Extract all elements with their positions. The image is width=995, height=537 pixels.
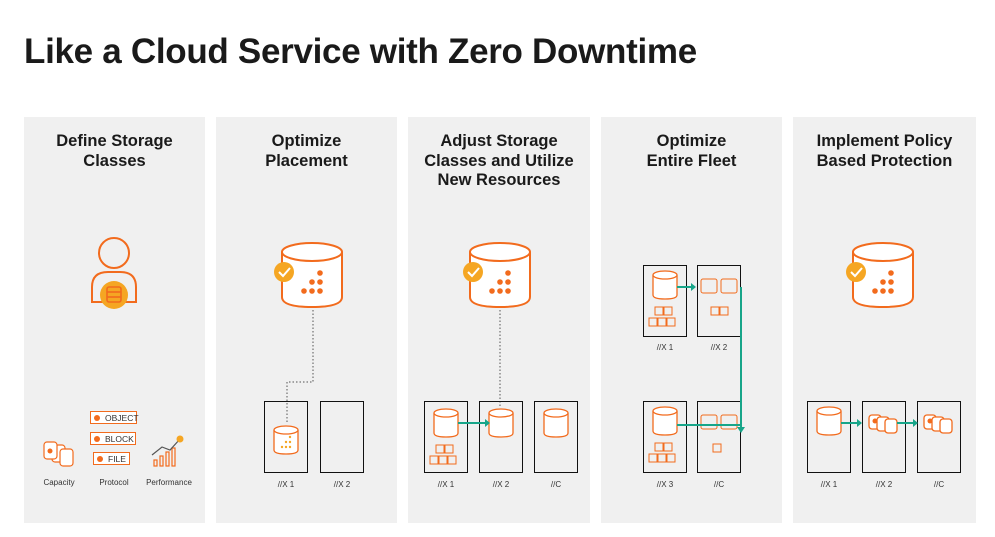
array-label: //X 1 — [277, 480, 295, 489]
block-tag: BLOCK — [90, 432, 136, 445]
panel-title-line: Optimize — [656, 132, 727, 150]
panel-title-line: Optimize — [271, 132, 342, 150]
array-box — [917, 401, 961, 473]
fleet-contents — [648, 270, 745, 463]
panel-title-line: Adjust Storage — [440, 132, 558, 150]
panel-title: Optimize Placement — [216, 132, 397, 171]
array-box — [643, 401, 687, 473]
panel-optimize-placement: Optimize Placement //X 1 //X 2 — [216, 117, 397, 523]
array-box — [534, 401, 578, 473]
panel-title: Adjust Storage Classes and Utilize New R… — [408, 132, 590, 191]
array-label: //C — [933, 480, 945, 489]
array-label: //X 3 — [656, 480, 674, 489]
page-title: Like a Cloud Service with Zero Downtime — [24, 32, 697, 71]
panel-adjust-storage-classes: Adjust Storage Classes and Utilize New R… — [408, 117, 590, 523]
array-box — [424, 401, 468, 473]
panel-title-line: Placement — [265, 151, 348, 170]
tag-label: FILE — [108, 454, 126, 464]
panel-title-line: Based Protection — [816, 151, 953, 170]
panel-optimize-entire-fleet: Optimize Entire Fleet //X 1 //X 2 //X 3 … — [601, 117, 782, 523]
capacity-label: Capacity — [43, 478, 75, 487]
database-with-check-icon — [463, 242, 531, 309]
panel-title: Define Storage Classes — [24, 132, 205, 171]
array-box — [264, 401, 308, 473]
panel-title: Implement Policy Based Protection — [793, 132, 976, 171]
tag-label: OBJECT — [105, 413, 139, 423]
array-label: //X 2 — [710, 343, 728, 352]
protocol-label: Protocol — [99, 478, 129, 487]
dotted-connector — [499, 310, 501, 407]
array-box — [807, 401, 851, 473]
array-label: //X 1 — [820, 480, 838, 489]
capacity-icon — [43, 441, 74, 467]
panel-policy-based-protection: Implement Policy Based Protection //X 1 … — [793, 117, 976, 523]
array-label: //X 1 — [437, 480, 455, 489]
panel-title: Optimize Entire Fleet — [601, 132, 782, 171]
array-box — [479, 401, 523, 473]
array-box — [862, 401, 906, 473]
array-label: //X 1 — [656, 343, 674, 352]
array-label: //X 2 — [333, 480, 351, 489]
array-label: //X 2 — [875, 480, 893, 489]
panel-title-line: New Resources — [437, 171, 561, 189]
array-label: //X 2 — [492, 480, 510, 489]
array-box — [320, 401, 364, 473]
database-with-check-icon — [274, 242, 343, 309]
file-tag: FILE — [93, 452, 130, 465]
array-box — [643, 265, 687, 337]
tag-dot-icon — [94, 415, 100, 421]
performance-label: Performance — [146, 478, 192, 487]
tag-label: BLOCK — [105, 434, 134, 444]
array-label: //C — [550, 480, 562, 489]
small-database-icon — [273, 425, 299, 455]
object-tag: OBJECT — [90, 411, 139, 424]
dotted-connector — [286, 310, 314, 422]
array-label: //C — [713, 480, 725, 489]
tag-dot-icon — [97, 456, 103, 462]
user-with-storage-icon — [91, 237, 137, 309]
panel-title-line: Implement Policy — [816, 132, 953, 150]
panel-title-line: Define Storage — [56, 132, 173, 150]
panel-title-line: Classes — [83, 151, 146, 170]
array-box — [697, 401, 741, 473]
panel-title-line: Classes and Utilize — [424, 151, 574, 170]
panel-title-line: Entire Fleet — [646, 151, 737, 170]
performance-icon — [151, 435, 184, 467]
protection-contents — [816, 406, 953, 436]
tag-dot-icon — [94, 436, 100, 442]
array-contents — [429, 408, 569, 465]
panel-define-storage-classes: Define Storage Classes Capacity OBJECT B… — [24, 117, 205, 523]
database-with-check-icon — [846, 242, 914, 309]
